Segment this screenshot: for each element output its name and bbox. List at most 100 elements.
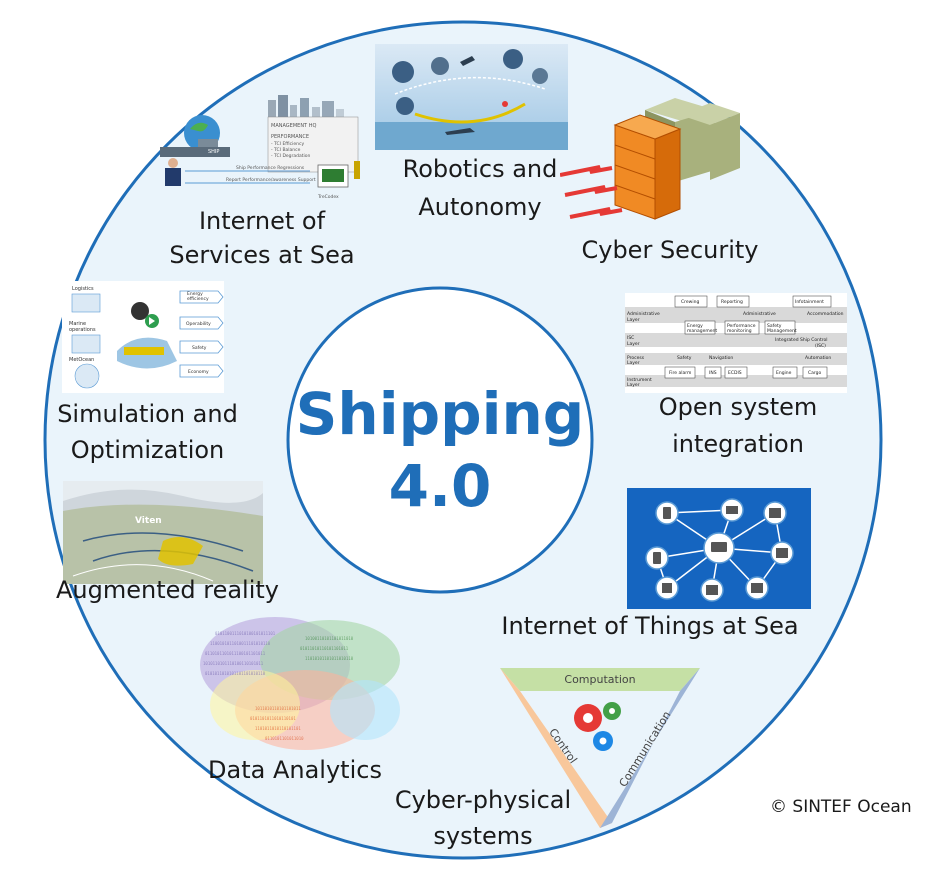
cyber-security-label: Cyber Security	[581, 236, 759, 264]
svg-text:Crewing: Crewing	[681, 299, 699, 305]
simulation-illustration: Logistics Marine operations MetOcean Ene…	[62, 281, 224, 393]
robotics-illustration	[375, 44, 568, 150]
iot-graphic	[645, 498, 794, 602]
simulation-arrows: Energy efficiency Operability Safety Eco…	[179, 290, 224, 378]
svg-text:Safety: Safety	[677, 355, 692, 361]
svg-text:MetOcean: MetOcean	[69, 357, 94, 363]
center-title-line1: Shipping	[295, 380, 585, 448]
services-illustration: SHIP MANAGEMENT HQ PERFORMANCE - TCI Eff…	[150, 95, 365, 200]
svg-text:ECDIS: ECDIS	[728, 370, 742, 376]
svg-text:Accommodation: Accommodation	[807, 311, 844, 317]
svg-text:0110101101011100101101011: 0110101101011100101101011	[205, 651, 266, 656]
iot-illustration	[627, 488, 811, 609]
svg-text:monitoring: monitoring	[727, 328, 752, 334]
open-system-label-2: integration	[672, 430, 804, 458]
svg-text:Safety: Safety	[767, 323, 782, 329]
svg-text:Report Performance/awareness S: Report Performance/awareness Support	[226, 177, 316, 183]
svg-text:- TCI Degradation: - TCI Degradation	[271, 153, 311, 159]
svg-text:0110101101011010: 0110101101011010	[265, 736, 304, 741]
svg-text:(ISC): (ISC)	[815, 343, 826, 349]
simulation-graphic: Logistics Marine operations MetOcean Ene…	[69, 286, 224, 389]
svg-text:Infotainment: Infotainment	[795, 299, 824, 305]
copyright-text: © SINTEF Ocean	[770, 797, 912, 817]
data-analytics-label: Data Analytics	[208, 756, 382, 784]
augmented-reality-label: Augmented reality	[55, 576, 280, 604]
svg-text:1010110101110100110101011: 1010110101110100110101011	[203, 661, 264, 666]
svg-text:Integrated Ship Control: Integrated Ship Control	[775, 337, 828, 343]
svg-text:efficiency: efficiency	[187, 296, 209, 302]
svg-text:Economy: Economy	[188, 369, 209, 375]
triangle-right-label: Communication	[617, 709, 674, 789]
simulation-label-2: Optimization	[70, 436, 225, 464]
firewall-graphic	[559, 98, 740, 220]
open-system-illustration: Crewing Reporting Infotainment Administr…	[625, 293, 847, 393]
svg-text:Administrative: Administrative	[743, 311, 776, 317]
augmented-reality-illustration: Viten	[63, 481, 263, 584]
firewall-wall	[613, 114, 682, 220]
internet-services-label-2: Services at Sea	[169, 241, 355, 269]
svg-text:Automation: Automation	[805, 355, 831, 361]
svg-text:Layer: Layer	[627, 360, 640, 366]
svg-text:1100101011010011101010110: 1100101011010011101010110	[210, 641, 271, 646]
robotics-graphic	[375, 44, 568, 150]
cyber-physical-illustration: Computation Control Communication	[500, 663, 700, 833]
svg-text:Layer: Layer	[627, 341, 640, 347]
svg-text:ISC: ISC	[627, 335, 634, 341]
svg-text:SHIP: SHIP	[208, 149, 219, 155]
svg-text:Energy: Energy	[187, 291, 203, 297]
center-disc	[286, 286, 594, 594]
svg-text:Layer: Layer	[627, 317, 640, 323]
svg-text:1101011010110101101: 1101011010110101101	[255, 726, 301, 731]
svg-text:Process: Process	[627, 355, 645, 361]
svg-text:Engine: Engine	[776, 370, 792, 376]
svg-text:Ship Performance Regressions: Ship Performance Regressions	[236, 165, 305, 171]
svg-text:Reporting: Reporting	[721, 299, 743, 305]
svg-text:1011010110101101011: 1011010110101101011	[255, 706, 301, 711]
svg-text:Navigation: Navigation	[709, 355, 733, 361]
svg-text:Safety: Safety	[192, 345, 207, 351]
ar-graphic: Viten	[63, 481, 263, 584]
services-graphic: SHIP MANAGEMENT HQ PERFORMANCE - TCI Eff…	[160, 95, 360, 200]
svg-text:0101100111010100101011101: 0101100111010100101011101	[215, 631, 276, 636]
svg-text:0101101011010110101: 0101101011010110101	[250, 716, 296, 721]
cyber-physical-label-2: systems	[433, 822, 533, 850]
svg-text:MANAGEMENT HQ: MANAGEMENT HQ	[271, 123, 316, 129]
center-title-line2: 4.0	[388, 452, 492, 520]
svg-text:Cargo: Cargo	[808, 370, 822, 376]
svg-text:Operability: Operability	[186, 321, 211, 327]
cyber-physical-label-1: Cyber-physical	[394, 786, 572, 814]
iot-label: Internet of Things at Sea	[501, 612, 799, 640]
cyber-security-illustration	[559, 95, 750, 235]
svg-text:Logistics: Logistics	[72, 286, 94, 292]
svg-text:Administrative: Administrative	[627, 311, 660, 317]
open-system-graphic: Crewing Reporting Infotainment Administr…	[625, 295, 847, 388]
svg-text:INS: INS	[709, 370, 717, 376]
svg-text:PERFORMANCE: PERFORMANCE	[271, 134, 309, 140]
robotics-label-1: Robotics and	[402, 155, 558, 183]
svg-text:Energy: Energy	[687, 323, 703, 329]
cps-triangle: Computation Control Communication	[500, 668, 700, 828]
open-system-label-1: Open system	[658, 393, 818, 421]
svg-text:Layer: Layer	[627, 382, 640, 388]
data-analytics-illustration: 0101100111010100101011101 11001010110100…	[195, 615, 405, 755]
svg-text:Marine: Marine	[69, 321, 86, 327]
svg-text:Fire alarm: Fire alarm	[669, 370, 691, 376]
svg-text:10100110101101011010: 10100110101101011010	[305, 636, 354, 641]
simulation-label-1: Simulation and	[57, 400, 238, 428]
svg-text:01011010110101101011: 01011010110101101011	[300, 646, 349, 651]
triangle-top-label: Computation	[564, 673, 635, 686]
venn-graphic: 0101100111010100101011101 11001010110100…	[200, 617, 400, 750]
svg-text:Performance: Performance	[727, 323, 756, 329]
svg-text:0101011010101101101010110: 0101011010101101101010110	[205, 671, 266, 676]
svg-text:Viten: Viten	[135, 516, 162, 526]
svg-text:Instrument: Instrument	[627, 377, 652, 383]
robotics-label-2: Autonomy	[418, 193, 542, 221]
svg-text:Management: Management	[767, 328, 797, 334]
internet-services-label-1: Internet of	[198, 207, 326, 235]
svg-text:operations: operations	[69, 327, 96, 333]
svg-text:- TCI Balance: - TCI Balance	[271, 147, 301, 153]
svg-text:- TCI Efficiency: - TCI Efficiency	[271, 141, 304, 147]
svg-text:11010101101011010110: 11010101101011010110	[305, 656, 354, 661]
svg-text:management: management	[687, 328, 717, 334]
